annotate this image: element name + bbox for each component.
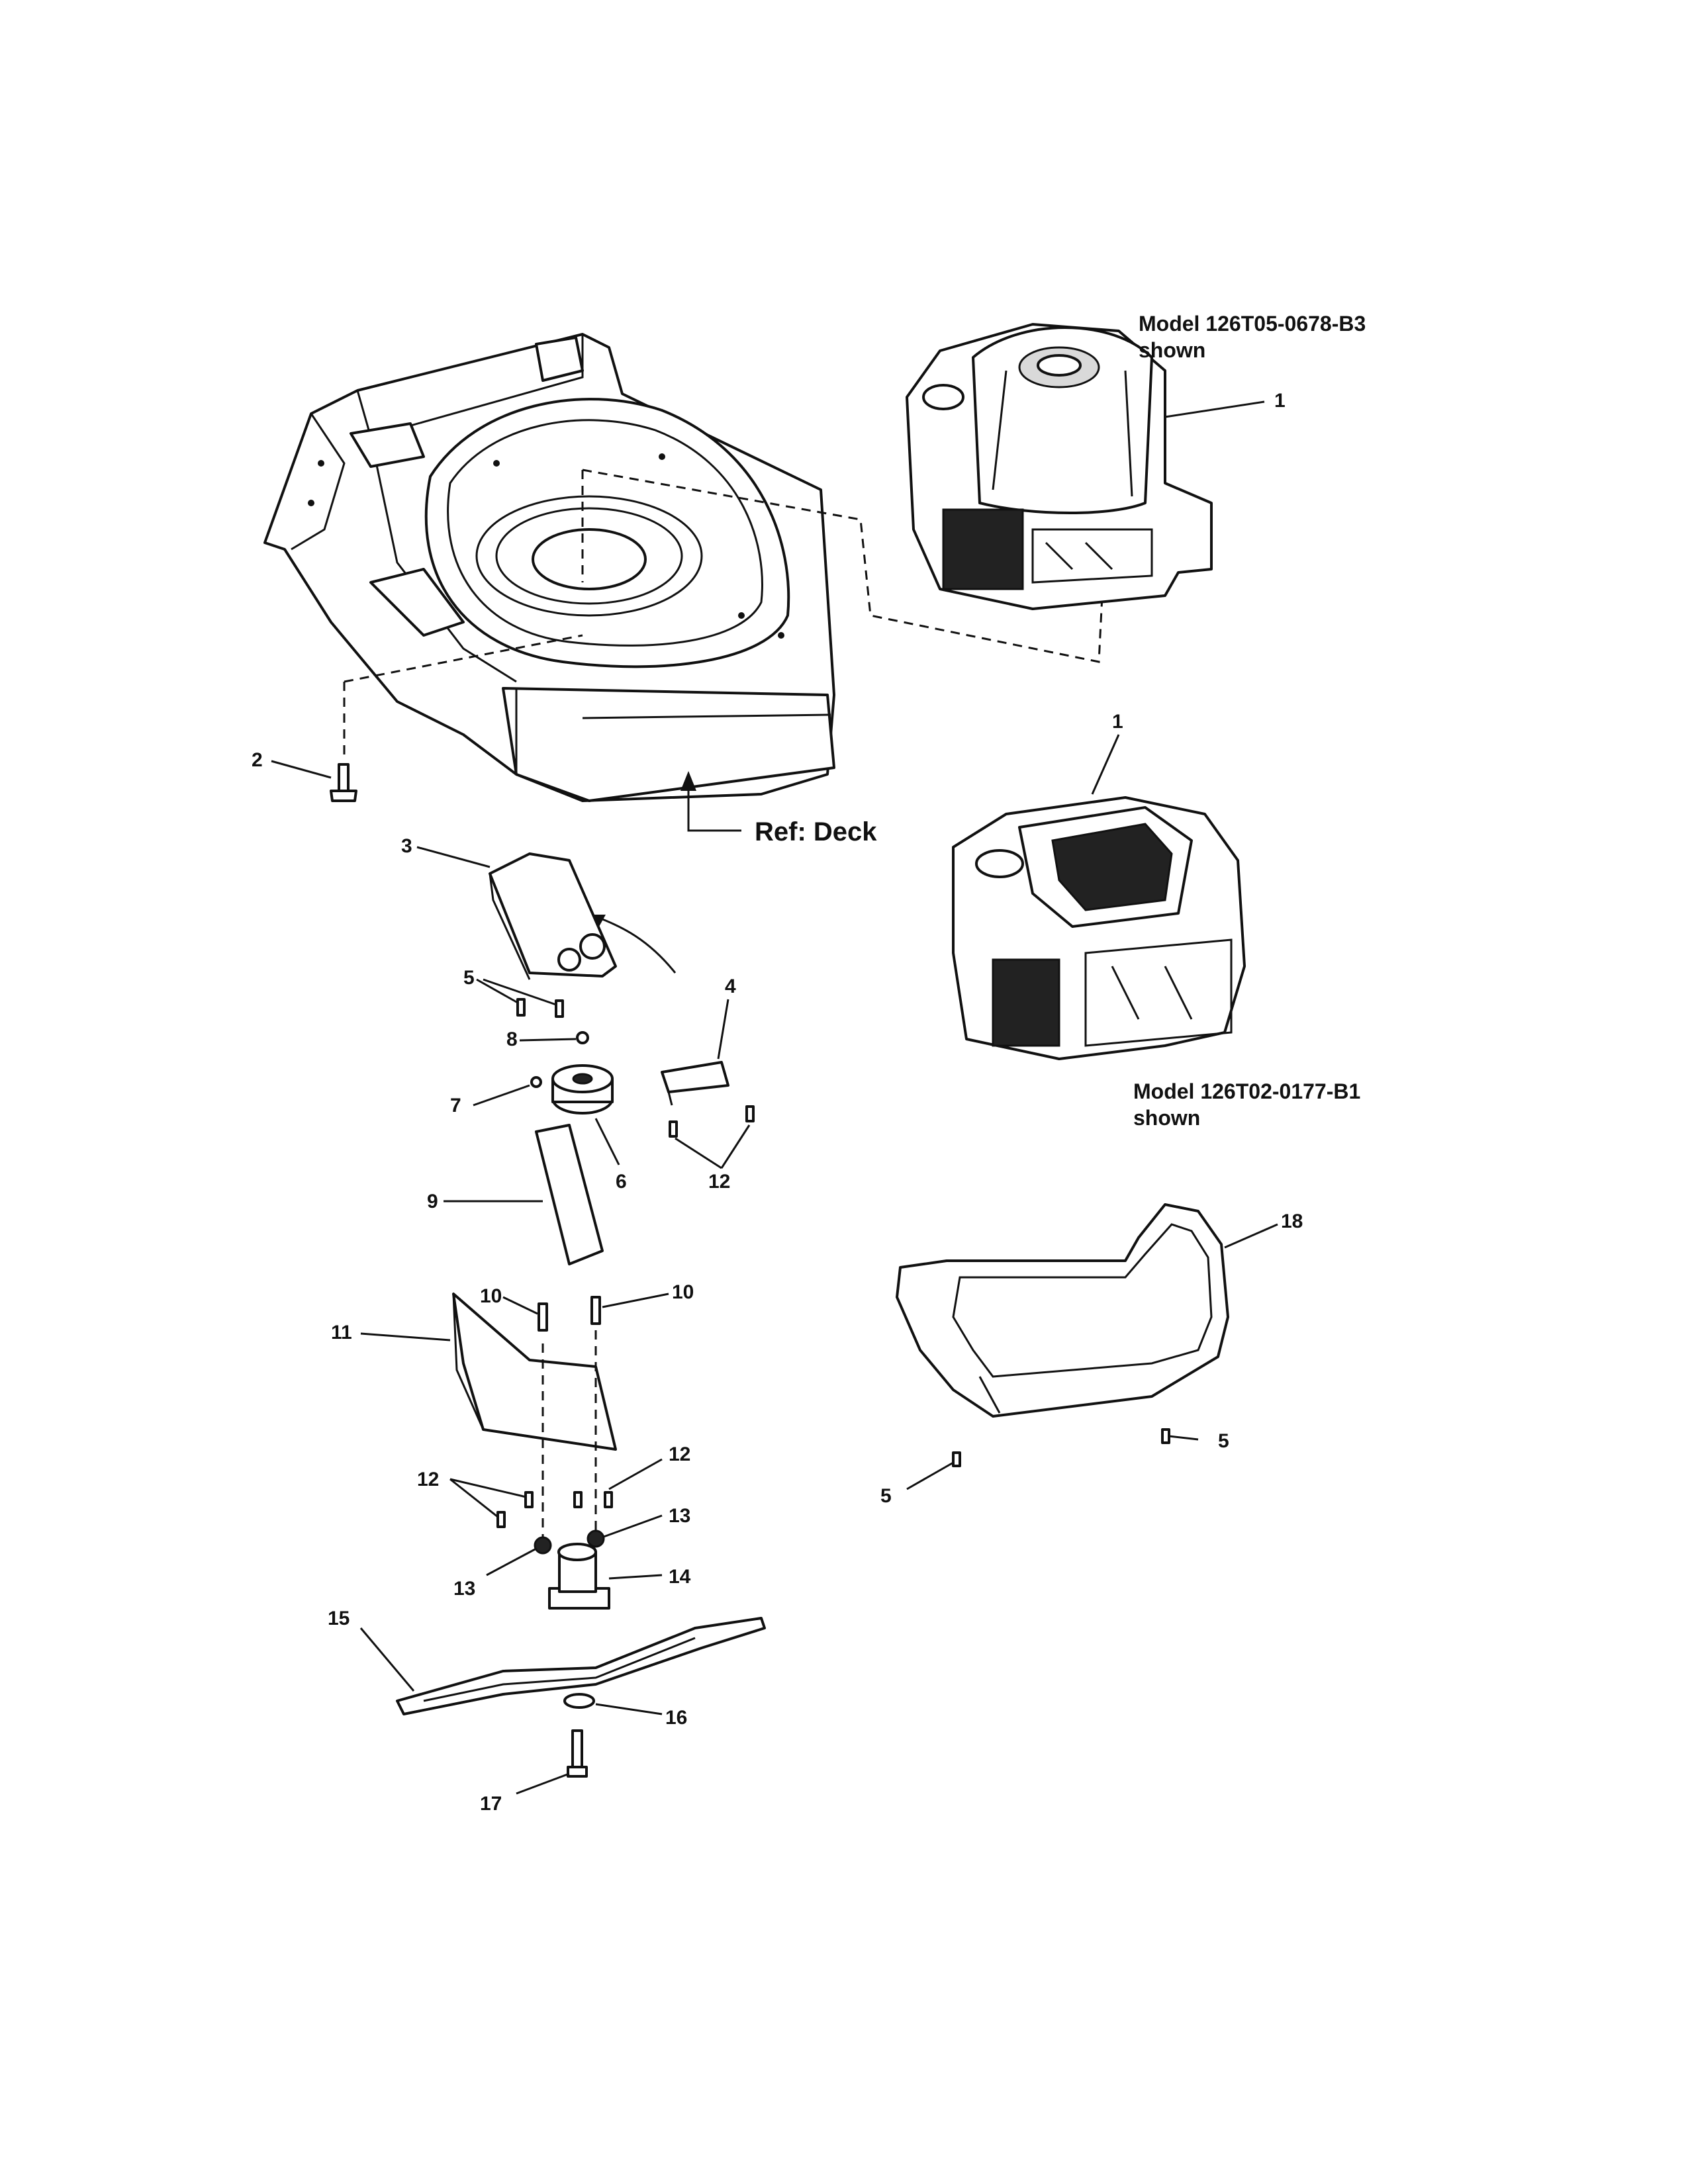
bolt-part-17 [567, 1729, 588, 1778]
callout-4: 4 [725, 976, 736, 997]
callout-10b: 10 [672, 1281, 694, 1303]
screws-part-5 [516, 998, 564, 1018]
shield-part-11 [452, 1293, 617, 1549]
engine-model-a-note: shown [1139, 338, 1205, 362]
callout-12a: 12 [708, 1171, 730, 1193]
callout-1a: 1 [1274, 390, 1286, 412]
deck-reference-label: Ref: Deck [755, 817, 877, 846]
callout-12b: 12 [669, 1443, 690, 1465]
screws-part-12 [496, 1491, 613, 1528]
washer-part-8 [576, 1031, 589, 1044]
engine-model-126T02 [952, 796, 1246, 1060]
callout-12c: 12 [417, 1469, 439, 1490]
washer-part-16 [563, 1693, 595, 1709]
callout-7: 7 [450, 1095, 461, 1116]
callout-9: 9 [427, 1191, 438, 1212]
adapter-part-14 [548, 1543, 610, 1610]
callout-5b: 5 [1218, 1430, 1229, 1452]
bolt-part-2 [330, 763, 357, 802]
callout-1b: 1 [1112, 711, 1123, 733]
callout-16: 16 [665, 1707, 687, 1729]
callout-5a: 5 [463, 967, 475, 989]
key-part-7 [530, 1076, 542, 1088]
callout-18: 18 [1281, 1210, 1303, 1232]
blade-part-15 [396, 1617, 766, 1715]
callout-14: 14 [669, 1566, 691, 1588]
mower-deck [263, 333, 835, 802]
callout-15: 15 [328, 1608, 350, 1629]
plate-part-3 [489, 852, 617, 980]
callout-13a: 13 [669, 1505, 690, 1527]
screw-part-5-left [952, 1451, 961, 1467]
callout-10a: 10 [480, 1285, 502, 1307]
engine-model-126T05 [906, 323, 1213, 610]
callout-8: 8 [506, 1028, 518, 1050]
engine-model-a-label: Model 126T05-0678-B3 [1139, 312, 1366, 336]
pulley-part-6 [551, 1064, 614, 1115]
mounting-dashed-lines [343, 469, 1103, 761]
callout-2: 2 [252, 749, 263, 771]
callout-5c: 5 [880, 1485, 892, 1507]
callout-11: 11 [331, 1322, 352, 1343]
nuts-part-13 [534, 1529, 605, 1555]
screw-part-5-right [1161, 1428, 1170, 1444]
deck-reference: Ref: Deck [680, 771, 877, 846]
engine-model-b-note: shown [1133, 1106, 1200, 1130]
callout-6: 6 [616, 1171, 627, 1193]
bolts-part-10 [538, 1296, 601, 1332]
callout-17: 17 [480, 1793, 502, 1815]
assembly-arrowhead [592, 915, 606, 927]
belt-part-9 [535, 1124, 604, 1265]
callout-3: 3 [401, 835, 412, 857]
callout-13b: 13 [453, 1578, 475, 1600]
leader-lines [271, 400, 1278, 1795]
assembly-arrow [595, 915, 677, 974]
rear-cover-part-18 [896, 1203, 1229, 1418]
engine-model-b-label: Model 126T02-0177-B1 [1133, 1079, 1360, 1103]
bracket-part-4 [661, 1061, 755, 1138]
